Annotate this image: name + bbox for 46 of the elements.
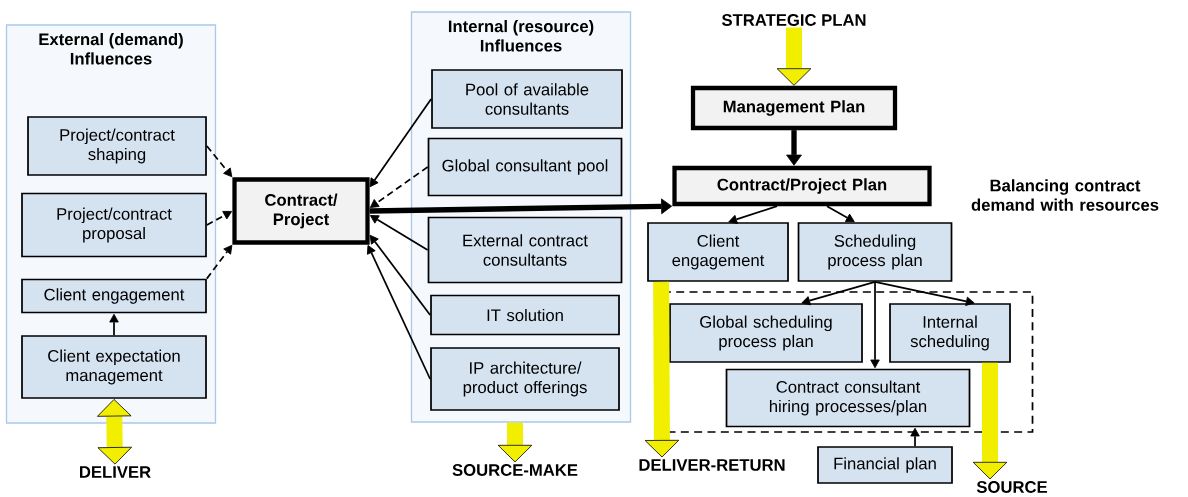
- process-box: IP architecture/ product offerings: [430, 347, 620, 411]
- stage-label: STRATEGIC PLAN: [721, 14, 866, 26]
- arrow: [369, 234, 431, 316]
- process-box: IT solution: [430, 294, 620, 336]
- process-box: Project/contract shaping: [27, 116, 207, 176]
- process-box: External contract consultants: [427, 216, 623, 284]
- stage-label: DELIVER: [80, 466, 151, 478]
- block-arrow: [497, 422, 533, 463]
- process-box: Project/contract proposal: [21, 192, 207, 258]
- stage-label: SOURCE-MAKE: [452, 464, 578, 476]
- arrow: [786, 130, 802, 166]
- stage-label: DELIVER-RETURN: [639, 459, 785, 471]
- arrow: [206, 244, 233, 280]
- process-box: Client engagement: [21, 278, 207, 314]
- process-box: Client expectation management: [21, 335, 207, 399]
- arrow: [369, 215, 429, 251]
- arrow: [206, 145, 233, 178]
- block-arrow: [776, 27, 812, 86]
- process-box: Financial plan: [817, 446, 953, 484]
- block-arrow: [644, 281, 680, 458]
- arrow: [367, 245, 431, 380]
- plan-box: Contract/ Project: [232, 177, 370, 245]
- block-arrow: [97, 399, 132, 465]
- arrow: [206, 211, 233, 226]
- arrow: [728, 205, 778, 224]
- process-box: Internal scheduling: [889, 303, 1011, 363]
- plan-box: Management Plan: [690, 85, 898, 131]
- process-box: Global scheduling process plan: [669, 303, 863, 363]
- arrow: [109, 313, 119, 336]
- process-box: Contract consultant hiring processes/plan: [725, 368, 971, 428]
- arrow: [910, 427, 920, 447]
- arrow: [801, 281, 876, 306]
- process-box: Global consultant pool: [427, 137, 623, 197]
- arrow: [369, 98, 432, 188]
- arrow: [874, 281, 975, 306]
- arrow: [369, 166, 429, 208]
- arrow: [369, 198, 673, 215]
- process-box: Scheduling process plan: [797, 222, 953, 282]
- plan-box: Contract/Project Plan: [672, 165, 932, 207]
- process-box: Pool of available consultants: [431, 69, 623, 129]
- annotation-text: Balancing contract demand with resources: [971, 179, 1159, 211]
- process-box: Client engagement: [647, 222, 789, 282]
- stage-label: SOURCE: [976, 481, 1047, 493]
- block-arrow: [972, 362, 1008, 480]
- arrow: [870, 281, 880, 369]
- arrow: [826, 205, 855, 223]
